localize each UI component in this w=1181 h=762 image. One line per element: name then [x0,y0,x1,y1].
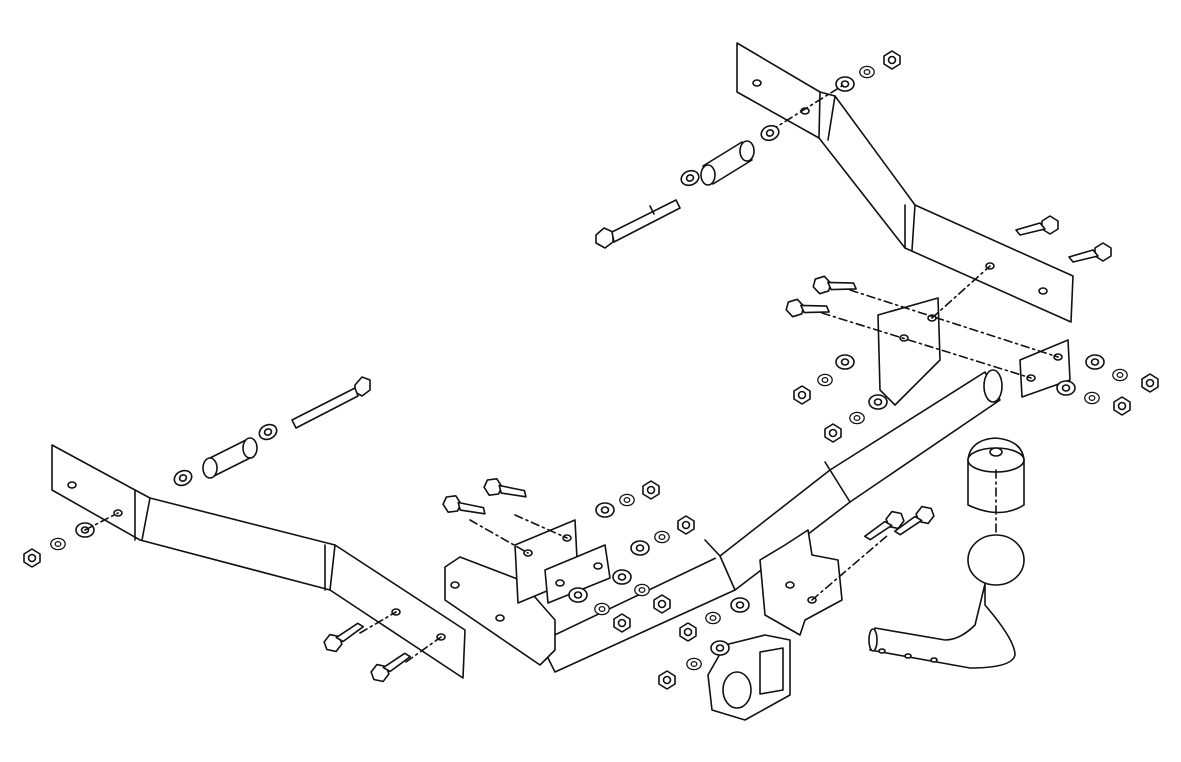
left-end-plate [444,556,556,666]
right-mount-fasteners [784,265,1159,443]
left-mount-fasteners [440,473,695,633]
top-right-fastener-set [769,50,901,132]
right-long-bolt-assembly [595,122,782,249]
right-bracket-bolts [1015,215,1112,263]
ball-receiver-bracket [759,529,843,636]
right-mount-plates [877,297,1071,406]
rear-bracket-right [736,42,1074,323]
left-mount-plates [514,519,611,604]
receiver-bolts [811,503,937,601]
socket-plate [707,634,791,721]
left-long-bolt-assembly [171,376,371,489]
left-end-fasteners [23,512,119,568]
bottom-left-bolts [321,611,442,685]
rear-bracket-left [51,444,466,679]
tow-ball-neck [868,469,1025,669]
cross-tube [539,369,1003,673]
